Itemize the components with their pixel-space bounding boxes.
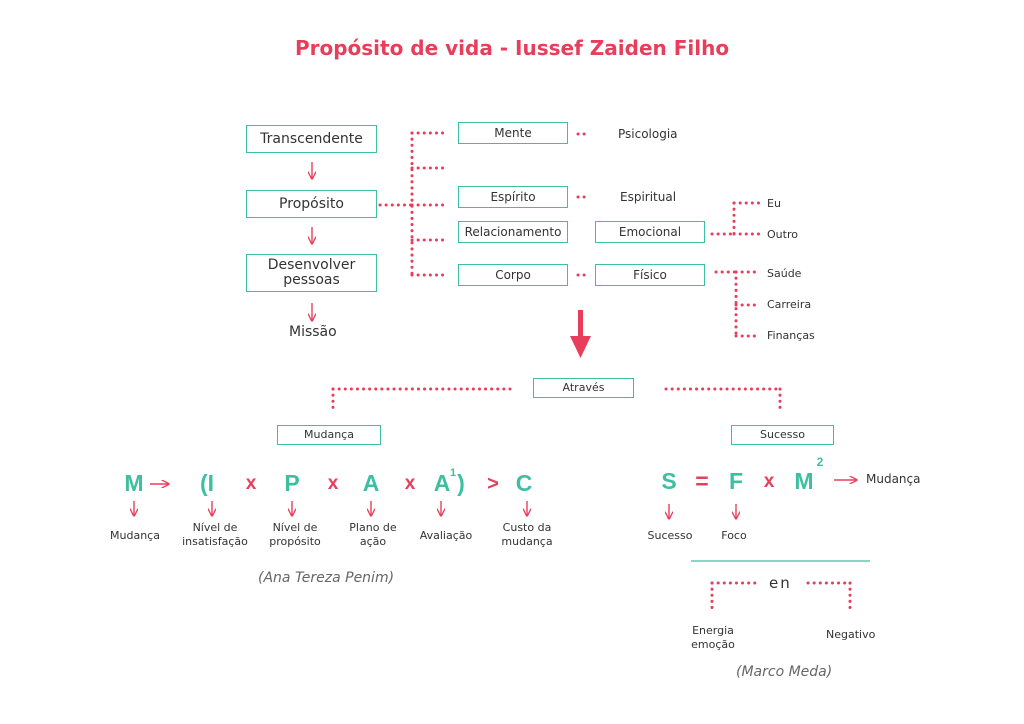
espiritual-label: Espiritual [620, 190, 677, 204]
box-sucesso: Sucesso [731, 425, 834, 445]
atraves-label: Através [562, 381, 605, 395]
formula2-equals: = [695, 468, 709, 494]
box-desenvolver-pessoas: Desenvolver pessoas [246, 254, 377, 292]
credit-ana-tereza: (Ana Tereza Penim) [258, 570, 395, 586]
f1-label-avaliacao: Avaliação [419, 529, 473, 542]
missao-label: Missão [289, 324, 337, 340]
f2-label-sucesso: Sucesso [647, 529, 693, 542]
formula2-M: M [794, 468, 814, 494]
f1-label-plano-acao: Plano de ação [349, 521, 397, 549]
f1-label-custo-mudanca: Custo da mudança [501, 521, 553, 549]
emocional-label: Emocional [618, 224, 682, 239]
corpo-label: Corpo [495, 267, 531, 282]
formula1-close-paren: ) [457, 470, 465, 496]
formula1-times-3: x [404, 473, 416, 494]
sucesso-label: Sucesso [760, 428, 805, 442]
mudanca-label: Mudança [304, 428, 354, 442]
box-relacionamento: Relacionamento [458, 221, 568, 243]
psicologia-label: Psicologia [618, 127, 678, 141]
formula1-A: A [362, 470, 380, 496]
formula2-superscript: 2 [816, 455, 824, 469]
espirito-label: Espírito [490, 189, 536, 204]
formula1-times-2: x [327, 473, 339, 494]
page-title: Propósito de vida - Iussef Zaiden Filho [294, 36, 730, 60]
financas-label: Finanças [767, 329, 815, 342]
eu-label: Eu [767, 197, 781, 210]
box-fisico: Físico [595, 264, 705, 286]
f1-label-nivel-insatisfacao: Nível de insatisfação [182, 521, 248, 549]
f1-label-mudanca: Mudança [110, 529, 160, 542]
box-emocional: Emocional [595, 221, 705, 243]
box-corpo: Corpo [458, 264, 568, 286]
formula2-S: S [661, 468, 677, 494]
saude-label: Saúde [767, 267, 802, 280]
box-mudanca: Mudança [277, 425, 381, 445]
energia-emocao-label: Energia emoção [691, 624, 735, 652]
formula1-superscript: 1 [449, 467, 457, 479]
formula1-M: M [124, 470, 144, 496]
formula1-A1: A [433, 470, 451, 496]
transcendente-label: Transcendente [260, 130, 363, 147]
mente-label: Mente [494, 125, 532, 140]
formula1-P: P [284, 470, 300, 496]
box-mente: Mente [458, 122, 568, 144]
formula1-C: C [515, 470, 533, 496]
formula2-result-mudanca: Mudança [866, 472, 921, 486]
formula2-times: x [763, 471, 775, 492]
carreira-label: Carreira [767, 298, 812, 311]
relacionamento-label: Relacionamento [464, 224, 562, 239]
f2-label-foco: Foco [721, 529, 747, 542]
negativo-label: Negativo [826, 628, 876, 641]
outro-label: Outro [767, 228, 798, 241]
desenvolver-label: Desenvolver pessoas [267, 257, 356, 288]
proposito-label: Propósito [279, 195, 344, 212]
formula2-F: F [728, 468, 744, 494]
credit-marco-meda: (Marco Meda) [736, 664, 833, 680]
f1-label-nivel-proposito: Nível de propósito [269, 521, 321, 549]
box-transcendente: Transcendente [246, 125, 377, 153]
fisico-label: Físico [633, 267, 667, 282]
box-atraves: Através [533, 378, 634, 398]
formula1-open-I: (I [199, 470, 215, 496]
formula1-greater-than: > [487, 473, 499, 495]
box-proposito: Propósito [246, 190, 377, 218]
box-espirito: Espírito [458, 186, 568, 208]
en-label: en [769, 574, 792, 592]
formula1-times-1: x [245, 473, 257, 494]
